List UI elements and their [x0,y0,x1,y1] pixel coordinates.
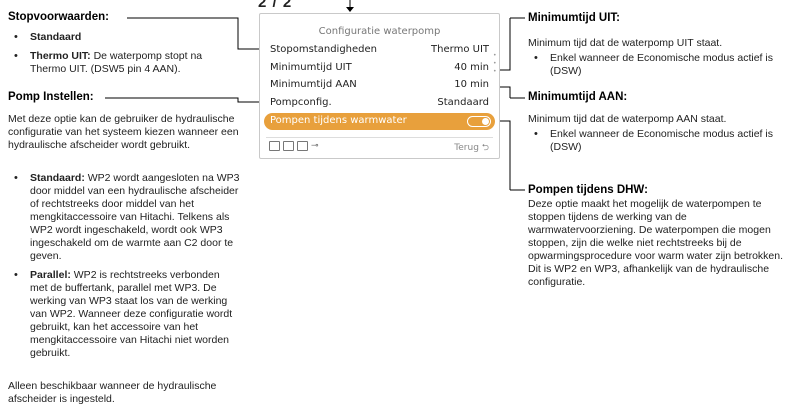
row-value: 10 min [454,79,489,90]
back-button[interactable]: Terug ⮌ [454,143,489,153]
stop-conditions-list: Standaard Thermo UIT: De waterpomp stopt… [8,31,240,82]
row-label: Minimumtijd AAN [270,79,357,90]
toggle-knob [482,118,489,125]
ok-icon[interactable] [269,141,280,151]
list-item: Enkel wanneer de Economische modus actie… [528,52,788,78]
row-label: Minimumtijd UIT [270,62,352,73]
dhw-text: Deze optie maakt het mogelijk de waterpo… [528,198,784,288]
row-value: Standaard [437,97,489,108]
list-item: Parallel: WP2 is rechtstreeks verbonden … [8,269,240,360]
dhw-heading: Pompen tijdens DHW: [528,184,648,196]
list-item: Enkel wanneer de Economische modus actie… [528,128,788,154]
min-time-on-text: Minimum tijd dat de waterpomp AAN staat. [528,113,727,125]
menu-row-min-time-off[interactable]: Minimumtijd UIT 40 min [270,60,489,76]
scroll-indicator: ••• [493,52,497,75]
info-icon[interactable] [297,141,308,151]
toggle-switch[interactable] [467,116,491,127]
pump-settings-heading: Pomp Instellen: [8,91,94,103]
divider [266,137,493,138]
wrench-icon[interactable]: ⊸ [311,141,321,151]
menu-row-stop-conditions[interactable]: Stopomstandigheden Thermo UIT [270,42,489,58]
min-time-on-heading: Minimumtijd AAN: [528,91,628,103]
list-item: Thermo UIT: De waterpomp stopt na Thermo… [8,50,240,76]
row-value: 40 min [454,62,489,73]
menu-row-pumps-during-dhw[interactable]: Pompen tijdens warmwater [264,113,495,130]
screen-title: Configuratie waterpomp [318,26,441,37]
row-value: Thermo UIT [431,44,489,55]
pump-settings-intro: Met deze optie kan de gebruiker de hydra… [8,113,239,151]
min-time-off-heading: Minimumtijd UIT: [528,12,620,24]
pump-settings-footer: Alleen beschikbaar wanneer de hydraulisc… [8,380,217,405]
min-time-off-list: Enkel wanneer de Economische modus actie… [528,52,788,84]
water-pump-config-screen: Configuratie waterpomp Stopomstandighede… [259,13,500,159]
footer-icons: ⊸ [269,141,324,152]
list-item: Standaard [8,31,240,44]
page-number: 2 / 2 [258,0,293,11]
min-time-on-list: Enkel wanneer de Economische modus actie… [528,128,788,160]
pump-config-list: Standaard: WP2 wordt aangesloten na WP3 … [8,172,240,366]
menu-row-min-time-on[interactable]: Minimumtijd AAN 10 min [270,77,489,93]
row-label: Pompconfig. [270,97,332,108]
menu-icon[interactable] [283,141,294,151]
list-item: Standaard: WP2 wordt aangesloten na WP3 … [8,172,240,263]
row-label: Stopomstandigheden [270,44,377,55]
stop-conditions-heading: Stopvoorwaarden: [8,11,109,23]
min-time-off-text: Minimum tijd dat de waterpomp UIT staat. [528,37,723,49]
row-label: Pompen tijdens warmwater [270,115,407,126]
menu-row-pump-config[interactable]: Pompconfig. Standaard [270,95,489,111]
